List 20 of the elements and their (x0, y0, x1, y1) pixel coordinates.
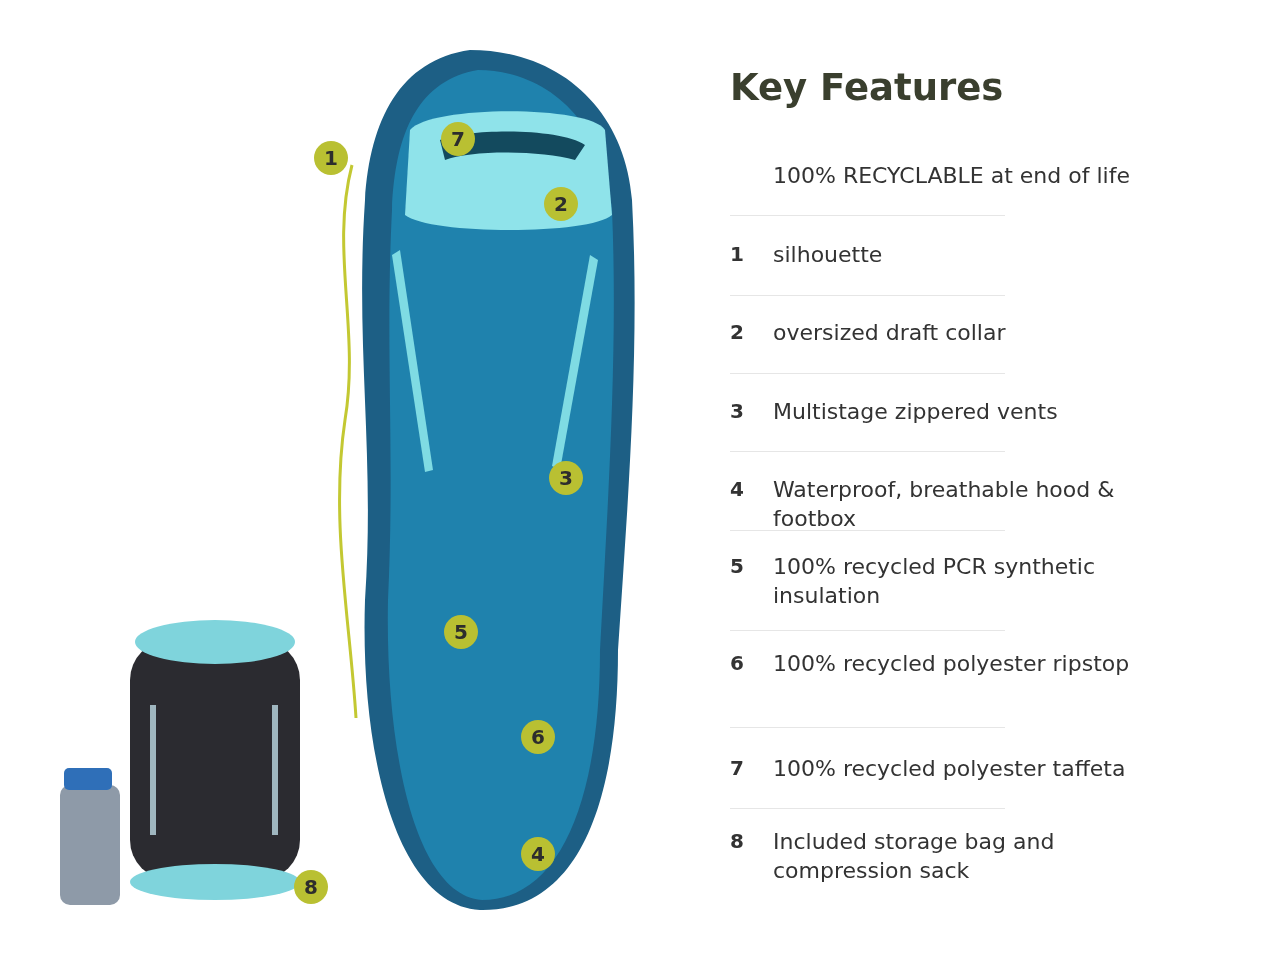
feature-number: 8 (730, 828, 744, 855)
feature-text: Included storage bag and compression sack (773, 828, 1056, 885)
feature-text: Multistage zippered vents (773, 398, 1059, 426)
callout-number: 8 (294, 870, 328, 904)
feature-number: 3 (730, 398, 744, 425)
feature-number: 1 (730, 241, 744, 268)
title: Key Features (730, 66, 1004, 109)
feature-number: 2 (730, 319, 744, 346)
feature-number: 4 (730, 476, 744, 503)
callout-number: 1 (314, 141, 348, 175)
feature-text: 100% recycled polyester taffeta (773, 755, 1127, 783)
feature-number: 7 (730, 755, 744, 782)
feature-text: 100% recycled PCR synthetic insulation (773, 553, 1097, 610)
feature-text: Waterproof, breathable hood & footbox (773, 476, 1116, 533)
feature-text: oversized draft collar (773, 319, 1007, 347)
feature-text: silhouette (773, 241, 884, 269)
feature-text: 100% RECYCLABLE at end of life (773, 162, 1130, 190)
feature-number: 5 (730, 553, 744, 580)
feature-number: 6 (730, 650, 744, 677)
feature-text: 100% recycled polyester ripstop (773, 650, 1131, 678)
